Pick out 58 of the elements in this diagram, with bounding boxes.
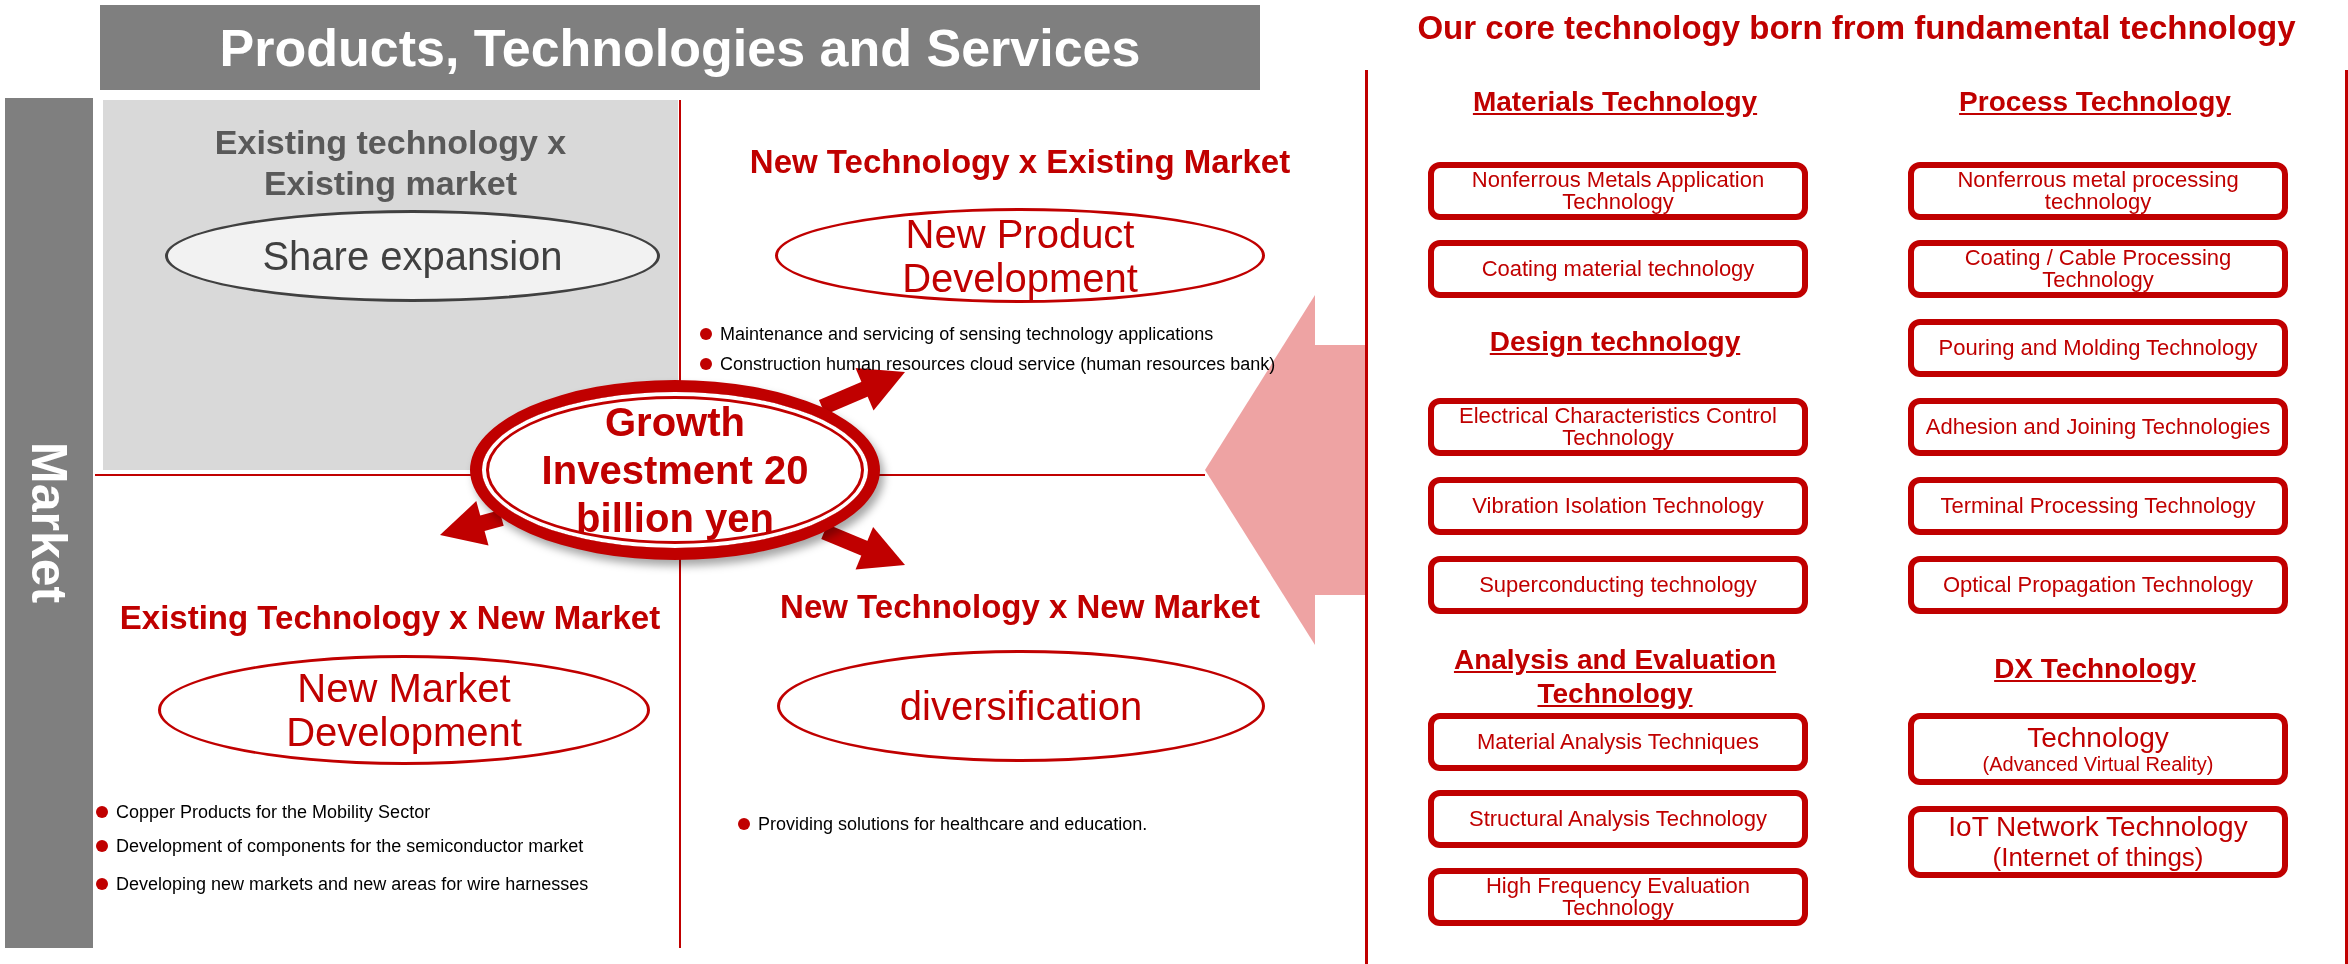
technology-text: (Advanced Virtual Reality) bbox=[1982, 753, 2214, 776]
bullet-text: Providing solutions for healthcare and education. bbox=[758, 813, 1148, 836]
ellipse-text: New Market Development bbox=[285, 666, 523, 754]
technology-text: Vibration Isolation Technology bbox=[1471, 494, 1765, 518]
category-heading: DX Technology bbox=[1993, 652, 2197, 686]
technology-text: (Internet of things) bbox=[1992, 843, 2204, 872]
technology-text: Structural Analysis Technology bbox=[1468, 807, 1768, 831]
axis-bar bbox=[5, 98, 93, 948]
technology-box bbox=[1428, 790, 1808, 848]
technology-box bbox=[1428, 162, 1808, 220]
technology-box bbox=[1908, 398, 2288, 456]
technology-box bbox=[1428, 868, 1808, 926]
ellipse-text: Share expansion bbox=[261, 234, 564, 278]
technology-box bbox=[1428, 477, 1808, 535]
technology-box bbox=[1428, 240, 1808, 298]
technology-box bbox=[1428, 713, 1808, 771]
axis-label: Market bbox=[24, 442, 74, 604]
ellipse-text: New Product Development bbox=[901, 211, 1139, 300]
quadrant-heading: New Technology x Existing Market bbox=[749, 142, 1291, 182]
technology-text: Coating / Cable Processing Technology bbox=[1963, 246, 2233, 292]
bullet-text: Maintenance and servicing of sensing technology applications bbox=[720, 323, 1214, 346]
bullet-text: Construction human resources cloud service (human resources bank) bbox=[720, 353, 1276, 376]
investment-text: Growth Investment 20 billion yen bbox=[540, 399, 810, 542]
category-heading: Analysis and Evaluation Technology bbox=[1452, 643, 1778, 711]
technology-box bbox=[1908, 319, 2288, 377]
title-banner bbox=[100, 5, 1260, 90]
technology-text: Technology bbox=[2027, 722, 2169, 754]
technology-text: Superconducting technology bbox=[1478, 573, 1758, 597]
technology-text: Nonferrous Metals Application Technology bbox=[1470, 168, 1766, 214]
quadrant-heading: Existing Technology x New Market bbox=[119, 598, 661, 638]
category-heading: Process Technology bbox=[1958, 85, 2232, 119]
technology-text: Material Analysis Techniques bbox=[1475, 730, 1761, 754]
technology-text: High Frequency Evaluation Technology bbox=[1484, 874, 1752, 920]
panel-heading: Our core technology born from fundamental technology bbox=[1417, 8, 2296, 48]
technology-box bbox=[1908, 477, 2288, 535]
ellipse-text: diversification bbox=[898, 684, 1144, 728]
technology-box bbox=[1908, 162, 2288, 220]
bullet-text: Development of components for the semiconductor market bbox=[116, 835, 584, 858]
quadrant-heading: Existing technology x Existing market bbox=[213, 122, 568, 204]
technology-text: Nonferrous metal processing technology bbox=[1956, 168, 2240, 214]
category-heading: Design technology bbox=[1488, 325, 1742, 359]
technology-text: Electrical Characteristics Control Technology bbox=[1458, 404, 1778, 450]
bullet-text: Developing new markets and new areas for wire harnesses bbox=[116, 873, 589, 896]
technology-text: Terminal Processing Technology bbox=[1939, 494, 2257, 518]
technology-text: Coating material technology bbox=[1480, 257, 1756, 281]
technology-text: Pouring and Molding Technology bbox=[1937, 336, 2259, 360]
technology-text: Optical Propagation Technology bbox=[1941, 573, 2255, 597]
quadrant-heading: New Technology x New Market bbox=[780, 587, 1260, 627]
technology-box bbox=[1908, 556, 2288, 614]
technology-text: IoT Network Technology bbox=[1948, 812, 2248, 844]
technology-box bbox=[1428, 556, 1808, 614]
bullet-text: Copper Products for the Mobility Sector bbox=[116, 801, 431, 824]
technology-box bbox=[1908, 713, 2288, 785]
technology-text: Adhesion and Joining Technologies bbox=[1924, 415, 2272, 439]
category-heading: Materials Technology bbox=[1471, 85, 1759, 119]
technology-box bbox=[1908, 240, 2288, 298]
technology-box bbox=[1428, 398, 1808, 456]
technology-box bbox=[1908, 806, 2288, 878]
